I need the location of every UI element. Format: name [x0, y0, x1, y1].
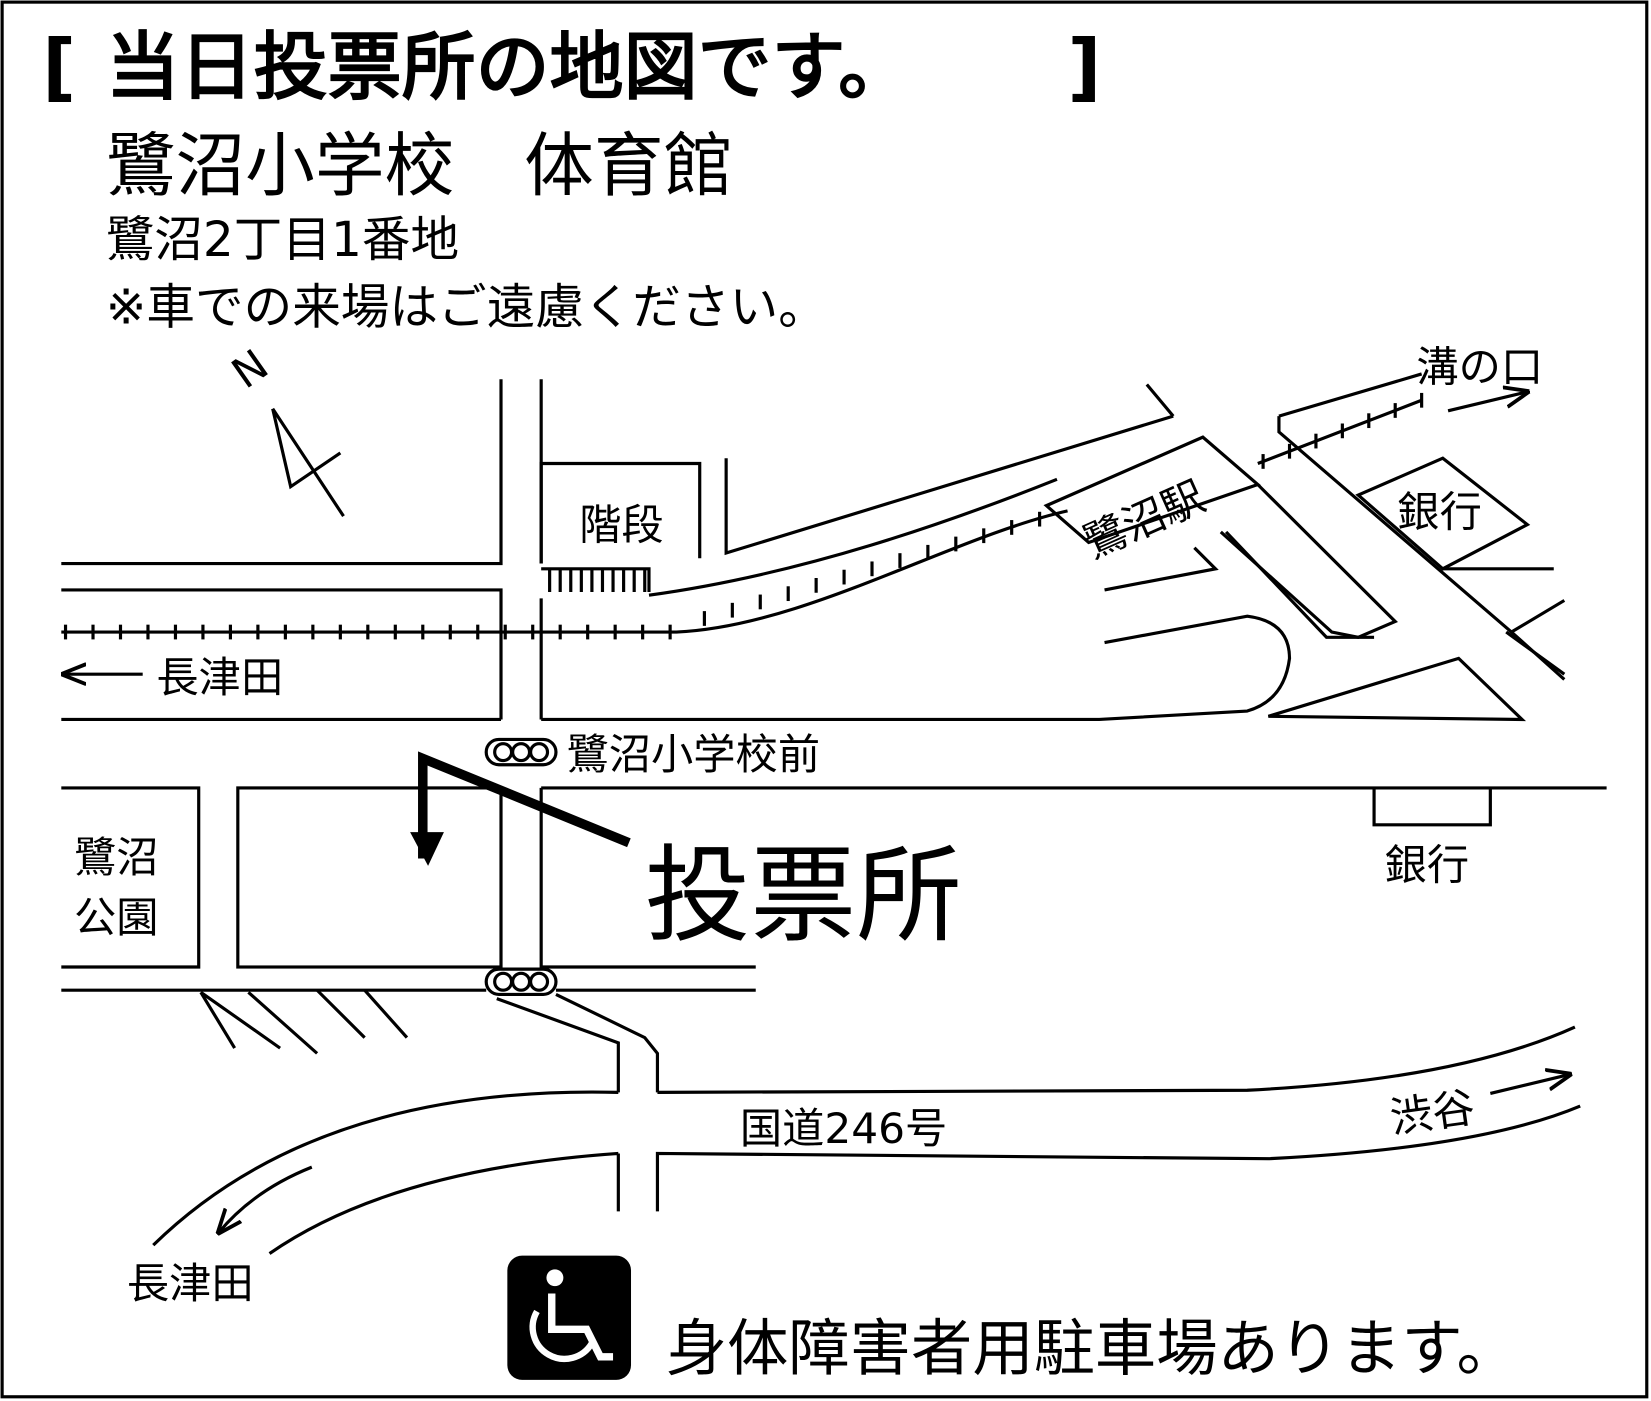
station-label: 鷺沼駅 [1076, 472, 1212, 568]
stairs-label: 階段 [579, 500, 664, 549]
to-mizonokuchi-label: 溝の口 [1416, 342, 1543, 391]
polling-place-label: 投票所 [645, 834, 962, 957]
roads-north [61, 372, 1566, 722]
arrow-right-icon [1489, 1074, 1569, 1095]
north-label: N [223, 340, 277, 398]
arrow-left-icon [219, 1165, 313, 1232]
to-nagatsuta-rail-label: 長津田 [156, 653, 283, 702]
title-bracket-open: [ [42, 25, 76, 111]
arrow-head-icon [410, 832, 444, 866]
venue-address: 鷺沼2丁目1番地 [106, 212, 459, 268]
to-shibuya-label: 渋谷 [1387, 1083, 1478, 1143]
venue-name: 鷺沼小学校 体育館 [106, 126, 734, 207]
north-arrow-icon: N [223, 340, 345, 518]
railway-ticks [63, 392, 1424, 640]
polling-place-pointer-arrow [418, 751, 631, 859]
roads-south [61, 786, 1607, 1255]
route-label: 国道246号 [740, 1104, 947, 1153]
title-bracket-close: ] [1068, 25, 1102, 111]
traffic-signal-icon [484, 967, 558, 996]
signal-label: 鷺沼小学校前 [567, 730, 821, 779]
wheelchair-icon [507, 1255, 632, 1380]
polling-site-area [236, 786, 503, 969]
to-nagatsuta-road-label: 長津田 [127, 1259, 254, 1308]
park-label-line1: 鷺沼 [74, 833, 159, 882]
header: [ 当日投票所の地図です。 ] 鷺沼小学校 体育館 鷺沼2丁目1番地 ※車での来… [42, 25, 1101, 336]
parking-note: ※車での来場はご遠慮ください。 [106, 279, 827, 335]
traffic-signal-icon [484, 737, 558, 767]
accessible-parking-note: 身体障害者用駐車場あります。 [666, 1313, 1518, 1384]
bank-top-label: 銀行 [1397, 488, 1482, 537]
page-title: 当日投票所の地図です。 [106, 25, 912, 111]
bank-bottom-label: 銀行 [1385, 841, 1470, 890]
arrow-right-icon [1447, 392, 1527, 413]
park-label-line2: 公園 [74, 893, 159, 942]
